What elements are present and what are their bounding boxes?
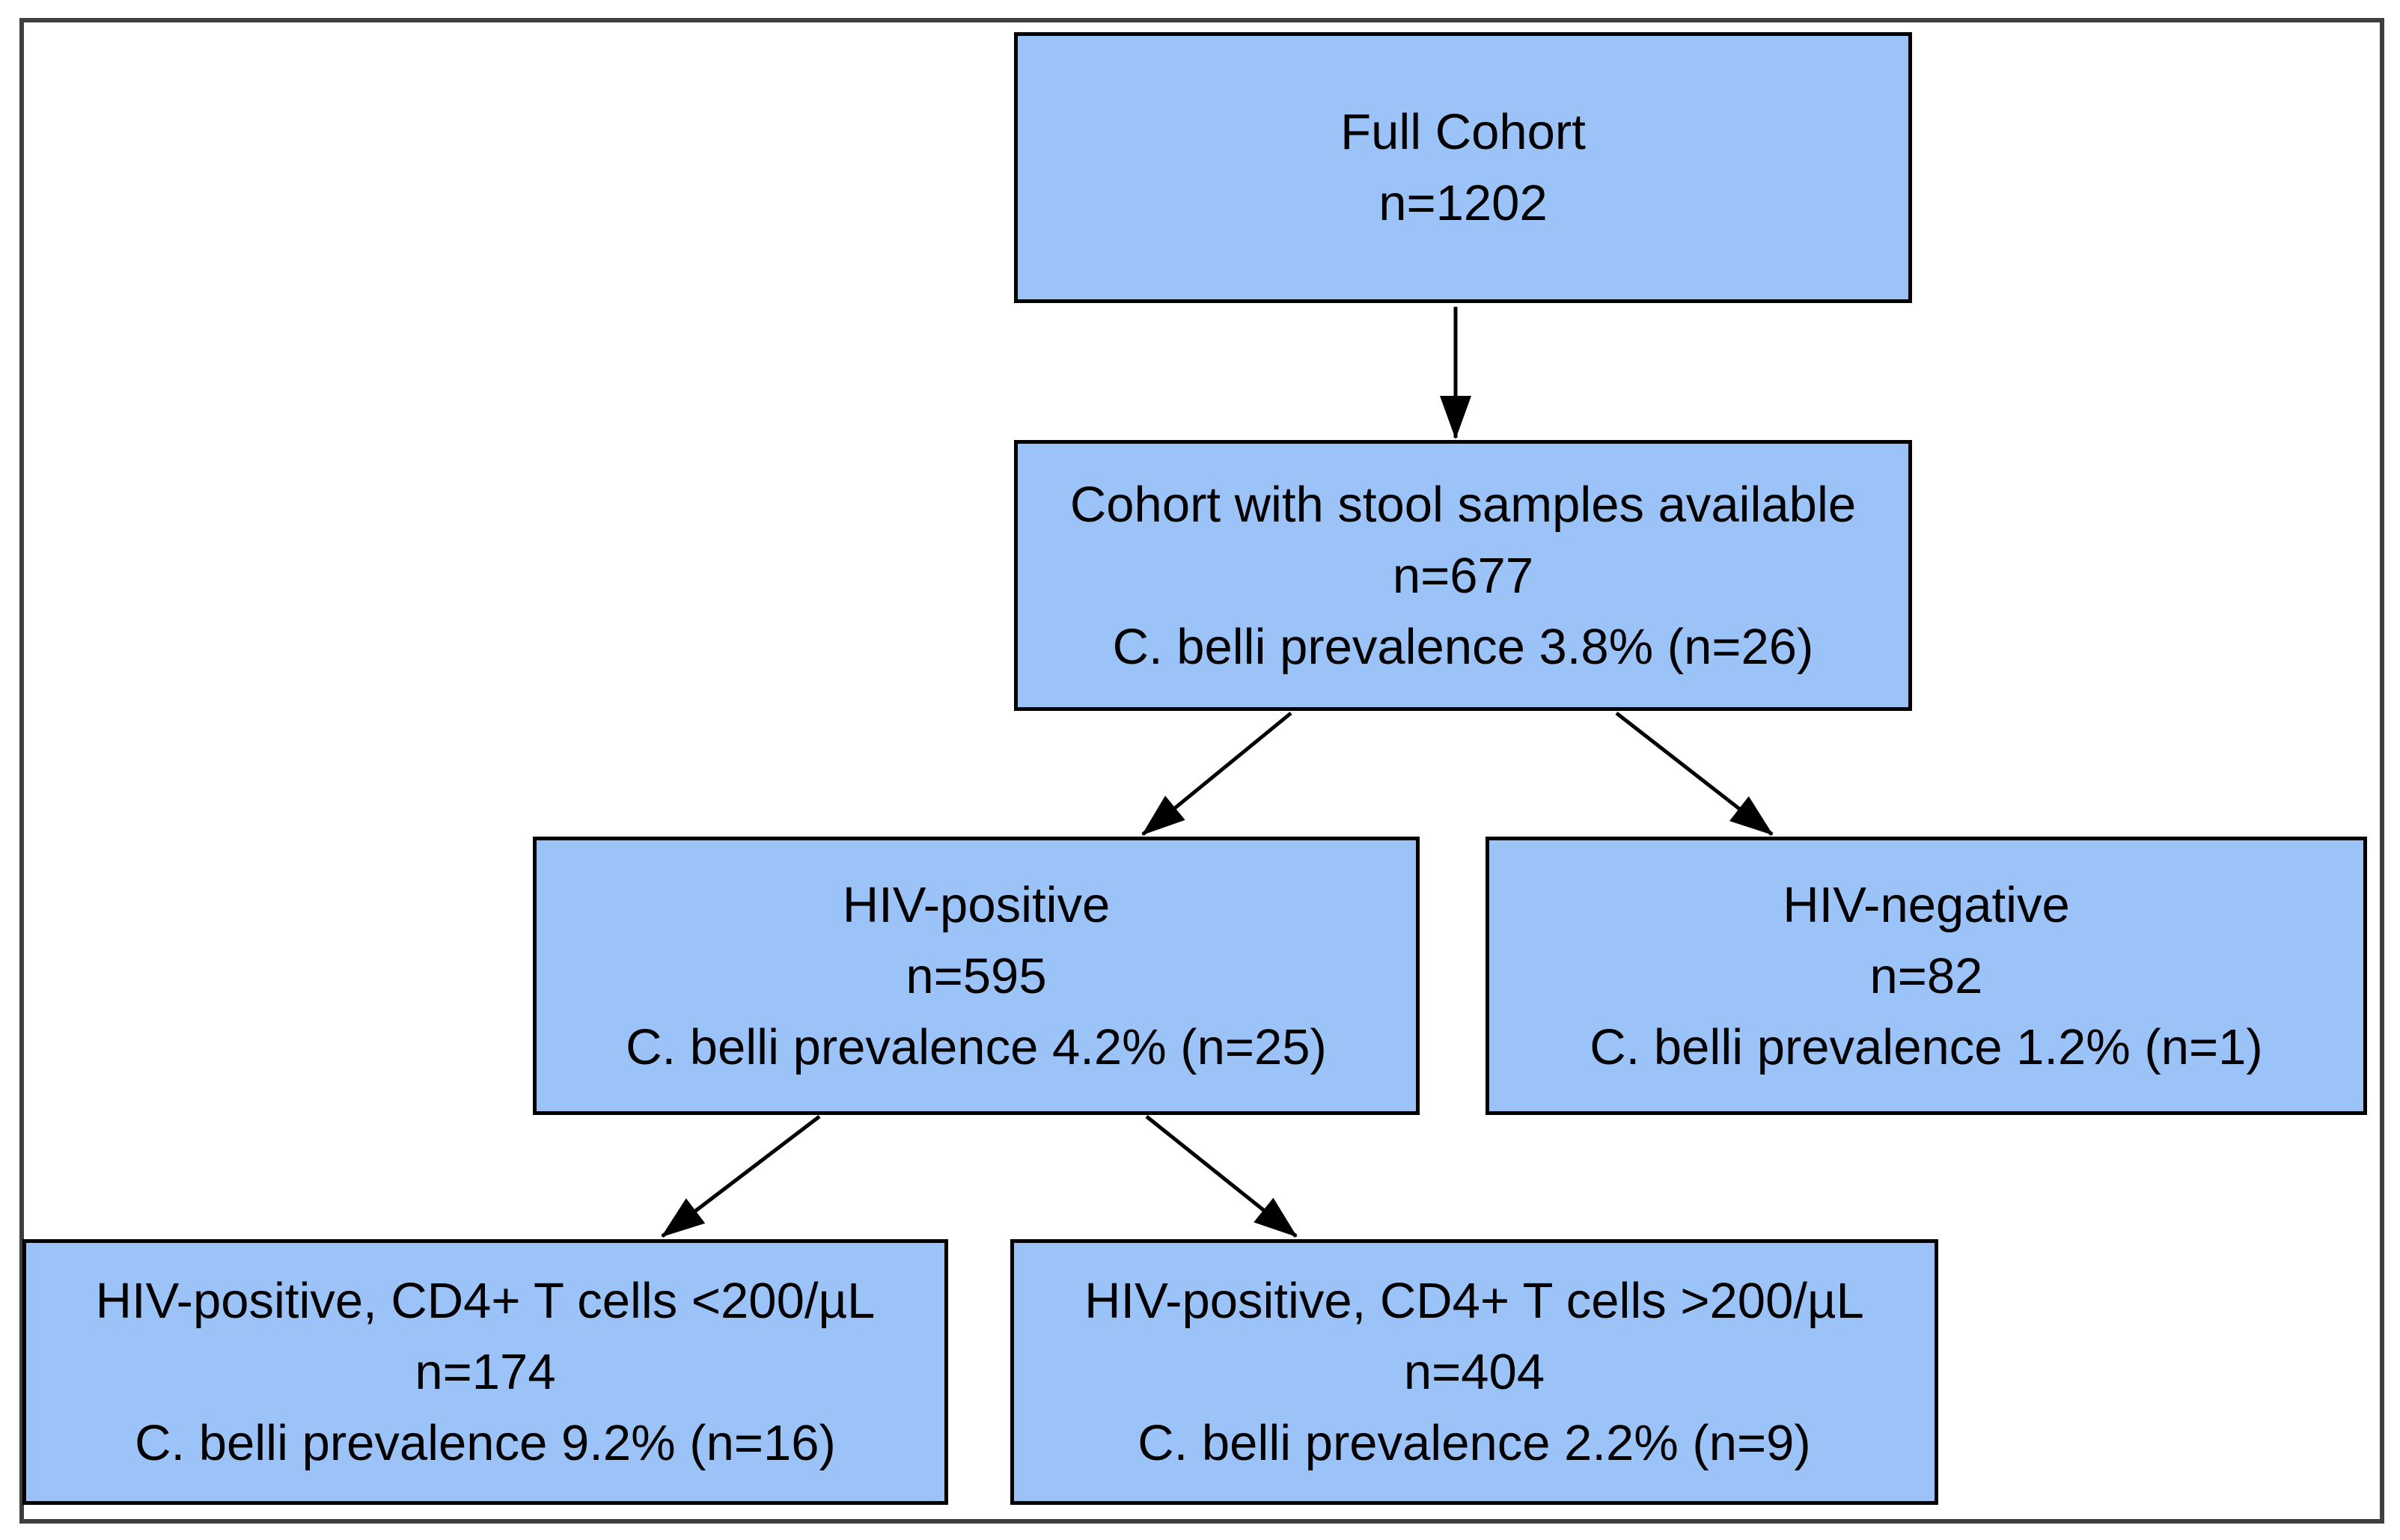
node-title: HIV-negative [1783, 876, 2070, 933]
node-title: HIV-positive [842, 876, 1111, 933]
node-stool-cohort: Cohort with stool samples available n=67… [1014, 440, 1912, 711]
node-prevalence: C. belli prevalence 2.2% (n=9) [1138, 1415, 1811, 1471]
node-title: HIV-positive, CD4+ T cells >200/µL [1084, 1273, 1864, 1329]
node-prevalence: C. belli prevalence 4.2% (n=25) [626, 1018, 1327, 1075]
arrow-hiv-positive-to-cd4-above-200 [1145, 1115, 1298, 1238]
arrow-stool-cohort-to-hiv-positive [1141, 712, 1292, 836]
node-count: n=677 [1392, 547, 1534, 604]
node-count: n=82 [1869, 947, 1983, 1004]
node-count: n=595 [906, 947, 1047, 1004]
node-cd4-above-200: HIV-positive, CD4+ T cells >200/µL n=404… [1010, 1239, 1938, 1505]
node-count: n=174 [415, 1344, 556, 1400]
node-cd4-below-200: HIV-positive, CD4+ T cells <200/µL n=174… [22, 1239, 948, 1505]
node-count: n=1202 [1378, 175, 1548, 231]
node-title: Cohort with stool samples available [1069, 476, 1857, 533]
node-hiv-positive: HIV-positive n=595 C. belli prevalence 4… [533, 837, 1420, 1115]
node-prevalence: C. belli prevalence 3.8% (n=26) [1112, 618, 1814, 675]
arrow-hiv-positive-to-cd4-below-200 [661, 1115, 821, 1238]
arrow-stool-cohort-to-hiv-negative [1615, 712, 1774, 836]
node-title: Full Cohort [1340, 104, 1586, 160]
node-title: HIV-positive, CD4+ T cells <200/µL [95, 1273, 876, 1329]
node-prevalence: C. belli prevalence 1.2% (n=1) [1590, 1018, 2263, 1075]
node-count: n=404 [1403, 1344, 1545, 1400]
node-hiv-negative: HIV-negative n=82 C. belli prevalence 1.… [1486, 837, 2367, 1115]
node-full-cohort: Full Cohort n=1202 [1014, 32, 1912, 303]
node-prevalence: C. belli prevalence 9.2% (n=16) [135, 1415, 836, 1471]
